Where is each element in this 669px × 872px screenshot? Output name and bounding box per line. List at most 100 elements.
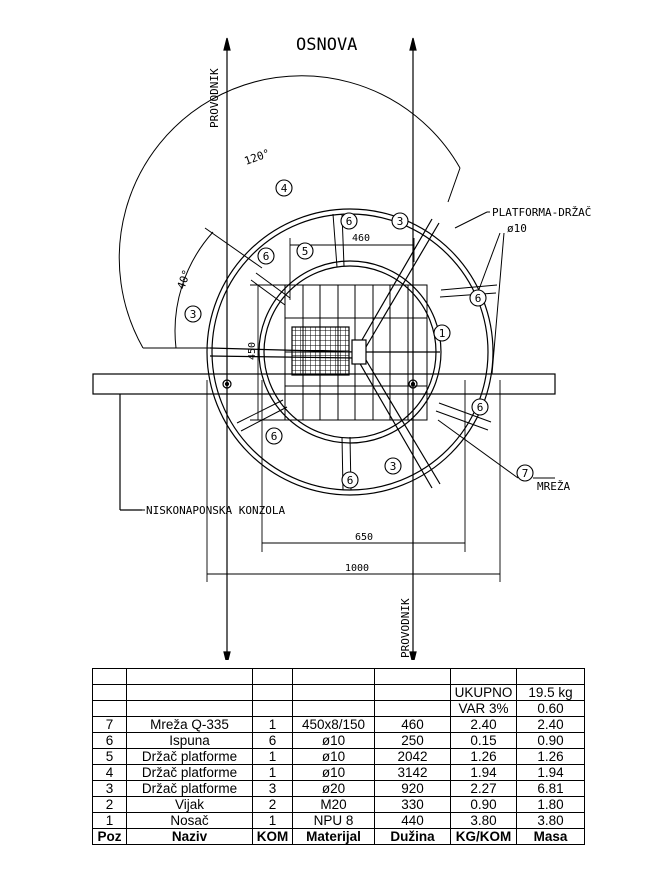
balloon-1: 1 xyxy=(439,327,446,340)
cell-kgkom: 1.26 xyxy=(450,748,517,765)
cell-duzina: 250 xyxy=(374,732,451,749)
table-row: 4 Držač platforme 1 ø10 3142 1.94 1.94 xyxy=(92,764,585,781)
balloon-4: 4 xyxy=(281,182,288,195)
cell-naziv: Vijak xyxy=(126,796,253,813)
table-header-row: Poz Naziv KOM Materijal Dužina KG/KOM Ma… xyxy=(92,828,585,845)
bom-empty-row xyxy=(92,668,585,685)
cell-duzina: 2042 xyxy=(374,748,451,765)
drawing-title: OSNOVA xyxy=(296,35,357,55)
dim-450: 450 xyxy=(247,342,258,360)
label-mreza: MREŽA xyxy=(537,480,570,493)
cell-kgkom: 0.15 xyxy=(450,732,517,749)
cell-duzina: 440 xyxy=(374,812,451,829)
center-bracket xyxy=(351,339,367,365)
cell-kom: 2 xyxy=(252,796,293,813)
label-konzola: NISKONAPONSKA KONZOLA xyxy=(146,504,285,517)
cell-kgkom: 0.90 xyxy=(450,796,517,813)
cell-materijal: ø20 xyxy=(292,780,375,797)
balloon-6: 6 xyxy=(271,430,278,443)
balloon-6: 6 xyxy=(477,401,484,414)
bom-summary-row: VAR 3% 0.60 xyxy=(92,700,585,717)
cell-masa: 1.80 xyxy=(516,796,585,813)
cell-duzina: 330 xyxy=(374,796,451,813)
balloon-3: 3 xyxy=(390,460,397,473)
dim-1000: 1000 xyxy=(345,563,369,574)
dim-650: 650 xyxy=(355,532,373,543)
table-row: 3 Držač platforme 3 ø20 920 2.27 6.81 xyxy=(92,780,585,797)
cell-kom: 1 xyxy=(252,812,293,829)
summary-label: UKUPNO xyxy=(450,684,517,701)
header-duzina: Dužina xyxy=(374,828,451,845)
bom-summary-row: UKUPNO 19.5 kg xyxy=(92,684,585,701)
cell-materijal: ø10 xyxy=(292,748,375,765)
summary-value: 19.5 kg xyxy=(516,684,585,701)
table-row: 5 Držač platforme 1 ø10 2042 1.26 1.26 xyxy=(92,748,585,765)
cell-naziv: Držač platforme xyxy=(126,748,253,765)
bill-of-materials: UKUPNO 19.5 kg VAR 3% 0.60 7 Mreža Q-335… xyxy=(92,668,585,845)
cell-materijal: NPU 8 xyxy=(292,812,375,829)
angle-arcs xyxy=(118,75,461,349)
balloon-numbers: 4 6 3 5 6 3 6 1 6 6 3 6 7 xyxy=(190,182,529,487)
cell-duzina: 920 xyxy=(374,780,451,797)
header-poz: Poz xyxy=(92,828,127,845)
hatched-block xyxy=(291,326,350,376)
cell-kom: 3 xyxy=(252,780,293,797)
balloon-3: 3 xyxy=(190,308,197,321)
summary-value: 0.60 xyxy=(516,700,585,717)
cell-duzina: 3142 xyxy=(374,764,451,781)
cell-masa: 1.94 xyxy=(516,764,585,781)
cell-kgkom: 3.80 xyxy=(450,812,517,829)
angle-label-40: 40° xyxy=(175,268,194,291)
cell-kgkom: 2.27 xyxy=(450,780,517,797)
summary-label: VAR 3% xyxy=(450,700,517,717)
header-kom: KOM xyxy=(252,828,293,845)
cell-materijal: ø10 xyxy=(292,732,375,749)
dim-460: 460 xyxy=(352,233,370,244)
balloon-5: 5 xyxy=(302,245,309,258)
cell-kgkom: 2.40 xyxy=(450,716,517,733)
cell-poz: 6 xyxy=(92,732,127,749)
cell-poz: 3 xyxy=(92,780,127,797)
header-masa: Masa xyxy=(516,828,585,845)
label-platforma: PLATFORMA-DRŽAČ xyxy=(492,206,591,219)
cell-masa: 6.81 xyxy=(516,780,585,797)
balloon-6: 6 xyxy=(347,474,354,487)
provodnik-label-bottom: PROVODNIK xyxy=(399,598,412,658)
cell-naziv: Mreža Q-335 xyxy=(126,716,253,733)
cell-duzina: 460 xyxy=(374,716,451,733)
leader-lines xyxy=(142,211,555,511)
dimension-lines xyxy=(206,238,501,582)
cell-poz: 2 xyxy=(92,796,127,813)
cell-naziv: Nosač xyxy=(126,812,253,829)
table-row: 1 Nosač 1 NPU 8 440 3.80 3.80 xyxy=(92,812,585,829)
balloons xyxy=(184,179,534,489)
cell-materijal: 450x8/150 xyxy=(292,716,375,733)
balloon-6: 6 xyxy=(263,250,270,263)
cell-naziv: Držač platforme xyxy=(126,764,253,781)
cell-kom: 1 xyxy=(252,748,293,765)
cell-kom: 1 xyxy=(252,716,293,733)
header-kgkom: KG/KOM xyxy=(450,828,517,845)
label-dia10: ø10 xyxy=(507,222,527,235)
cell-masa: 1.26 xyxy=(516,748,585,765)
konzola-beam xyxy=(92,373,556,511)
cell-masa: 0.90 xyxy=(516,732,585,749)
cell-materijal: ø10 xyxy=(292,764,375,781)
balloon-3: 3 xyxy=(397,215,404,228)
header-materijal: Materijal xyxy=(292,828,375,845)
cell-masa: 3.80 xyxy=(516,812,585,829)
balloon-6: 6 xyxy=(475,292,482,305)
table-row: 7 Mreža Q-335 1 450x8/150 460 2.40 2.40 xyxy=(92,716,585,733)
cell-masa: 2.40 xyxy=(516,716,585,733)
cell-poz: 4 xyxy=(92,764,127,781)
cell-poz: 1 xyxy=(92,812,127,829)
cell-naziv: Držač platforme xyxy=(126,780,253,797)
angle-label-120: 120° xyxy=(243,147,272,168)
cell-materijal: M20 xyxy=(292,796,375,813)
cell-kgkom: 1.94 xyxy=(450,764,517,781)
table-row: 2 Vijak 2 M20 330 0.90 1.80 xyxy=(92,796,585,813)
technical-drawing: OSNOVA PROVODNIK PROVODNIK 120° 40° xyxy=(92,35,591,660)
cell-poz: 5 xyxy=(92,748,127,765)
cell-poz: 7 xyxy=(92,716,127,733)
header-naziv: Naziv xyxy=(126,828,253,845)
